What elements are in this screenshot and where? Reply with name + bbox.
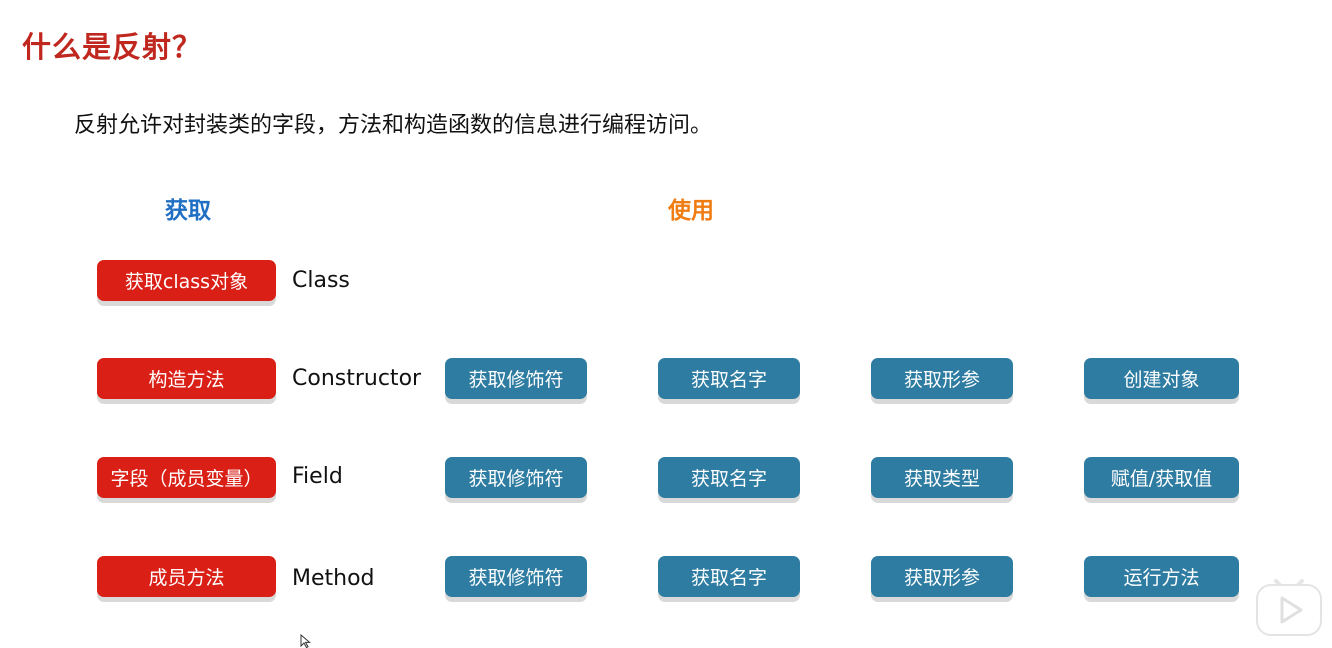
constructor-get-params-button[interactable]: 获取形参 <box>871 358 1013 399</box>
get-column-header: 获取 <box>165 198 211 224</box>
play-icon[interactable] <box>1254 572 1324 638</box>
constructor-button[interactable]: 构造方法 <box>97 358 276 399</box>
slide-description: 反射允许对封装类的字段，方法和构造函数的信息进行编程访问。 <box>74 113 713 138</box>
constructor-label: Constructor <box>292 366 422 391</box>
constructor-get-name-button[interactable]: 获取名字 <box>658 358 800 399</box>
field-label: Field <box>292 464 343 489</box>
mouse-cursor-icon <box>300 634 311 648</box>
get-class-object-button[interactable]: 获取class对象 <box>97 260 276 301</box>
method-get-params-button[interactable]: 获取形参 <box>871 556 1013 597</box>
field-set-get-value-button[interactable]: 赋值/获取值 <box>1084 457 1239 498</box>
method-button[interactable]: 成员方法 <box>97 556 276 597</box>
method-invoke-button[interactable]: 运行方法 <box>1084 556 1239 597</box>
method-get-name-button[interactable]: 获取名字 <box>658 556 800 597</box>
use-column-header: 使用 <box>668 198 714 224</box>
field-button[interactable]: 字段（成员变量） <box>97 457 276 498</box>
field-get-modifiers-button[interactable]: 获取修饰符 <box>445 457 587 498</box>
field-get-name-button[interactable]: 获取名字 <box>658 457 800 498</box>
field-get-type-button[interactable]: 获取类型 <box>871 457 1013 498</box>
constructor-create-object-button[interactable]: 创建对象 <box>1084 358 1239 399</box>
slide-title: 什么是反射？ <box>22 30 203 64</box>
constructor-get-modifiers-button[interactable]: 获取修饰符 <box>445 358 587 399</box>
class-label: Class <box>292 268 350 293</box>
method-label: Method <box>292 566 375 591</box>
method-get-modifiers-button[interactable]: 获取修饰符 <box>445 556 587 597</box>
